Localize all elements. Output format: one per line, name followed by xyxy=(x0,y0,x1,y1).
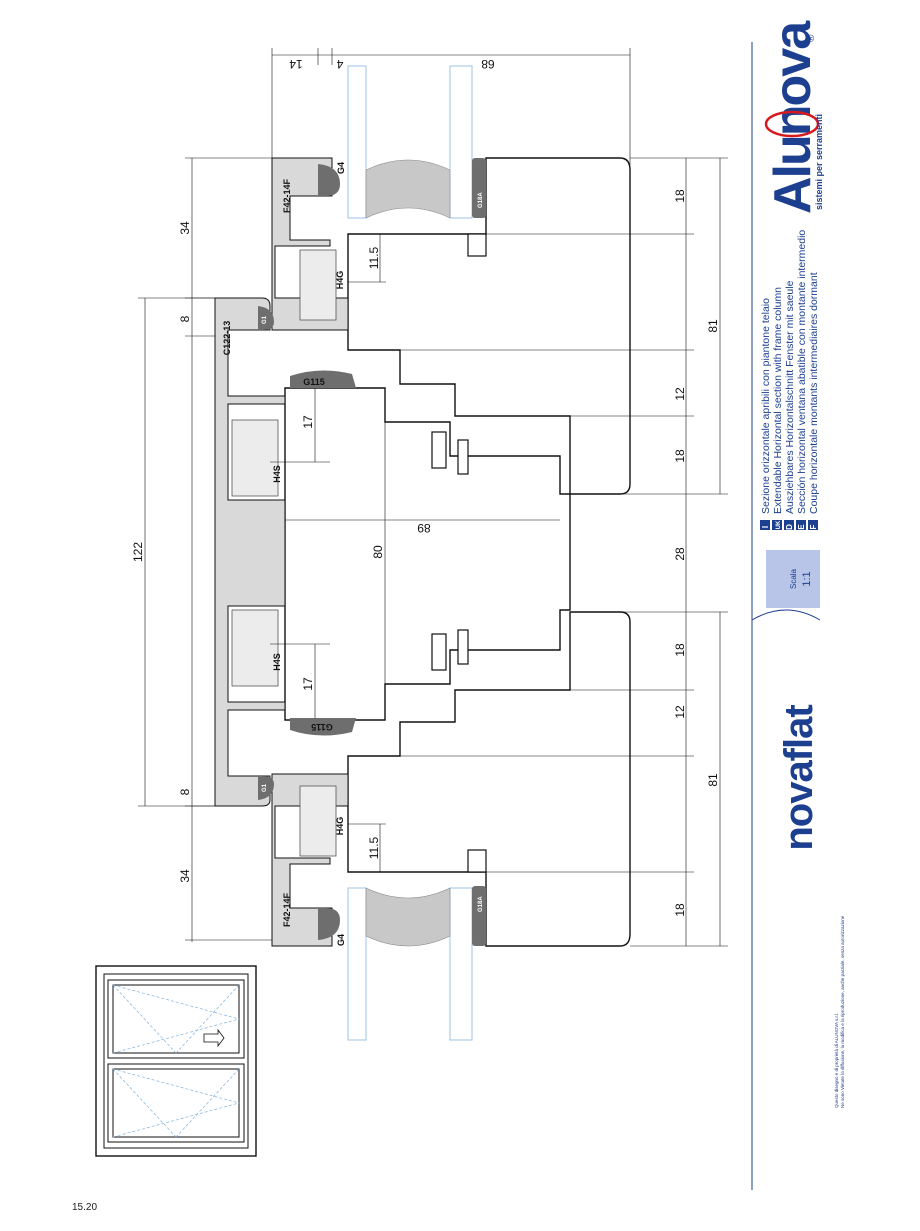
label-f42-bottom: F42-14F xyxy=(282,892,292,927)
gasket-g4 xyxy=(318,164,340,940)
dim-right-18-a: 18 xyxy=(673,189,687,203)
glass-spacers xyxy=(365,159,451,947)
hinge-h4s xyxy=(231,419,279,687)
dim-center xyxy=(285,388,560,718)
caption-code-uk: UK xyxy=(776,520,782,529)
dim-11-5-bottom: 11.5 xyxy=(367,836,381,859)
glazing-bead-feet xyxy=(467,233,487,873)
caption-uk: Extendable Horizontal section with frame… xyxy=(772,287,784,514)
title-block xyxy=(751,42,821,1190)
dim-17-bottom: 17 xyxy=(301,677,315,691)
caption-f: Coupe horizontale montants intermediaire… xyxy=(808,272,820,514)
label-g18a-bottom: G18A xyxy=(478,896,484,912)
dim-right-18-d: 18 xyxy=(673,903,687,917)
dim-122: 122 xyxy=(131,542,145,562)
top-dimensions xyxy=(271,48,631,165)
label-g18a-top: G18A xyxy=(478,192,484,208)
product-logo: novaflat xyxy=(777,705,821,851)
caption-code-i: I xyxy=(761,526,770,528)
right-dimension-chain xyxy=(348,157,728,947)
label-g1-bottom: G1 xyxy=(262,783,268,792)
sash-notches xyxy=(431,431,469,671)
gasket-g18a xyxy=(472,158,486,946)
dim-80: 80 xyxy=(371,545,385,559)
label-g4-top: G4 xyxy=(336,162,346,174)
dim-11-5-top: 11.5 xyxy=(367,246,381,269)
label-h4s-top: H4S xyxy=(272,465,282,483)
caption-code-f: F xyxy=(809,524,818,529)
label-f42-top: F42-14F xyxy=(282,178,292,213)
label-g115-top: G115 xyxy=(303,377,325,387)
page-number: 15.20 xyxy=(72,1202,97,1213)
logo-swoosh-icon xyxy=(764,110,820,138)
frame-f42 xyxy=(271,157,349,947)
dim-4: 4 xyxy=(336,57,343,71)
scale-value: 1:1 xyxy=(801,571,813,586)
dim-right-81-top: 81 xyxy=(706,319,720,333)
brand-tagline: sistemi per serramenti xyxy=(814,114,824,210)
scale-box xyxy=(766,550,820,608)
copyright-line-1: Questo disegno è di proprietà di ALUNOVA… xyxy=(834,1013,839,1108)
brand-registered: ® xyxy=(806,34,817,42)
label-g4-bottom: G4 xyxy=(336,934,346,946)
dim-11-5 xyxy=(348,234,386,872)
mullion-c122 xyxy=(214,297,286,807)
dim-right-18-c: 18 xyxy=(673,643,687,657)
dim-right-81-bottom: 81 xyxy=(706,773,720,787)
dim-right-18-b: 18 xyxy=(673,449,687,463)
window-elevation xyxy=(95,965,257,1157)
captions xyxy=(760,520,818,530)
dim-right-12-bottom: 12 xyxy=(673,705,687,719)
dim-14: 14 xyxy=(289,57,303,71)
label-h4s-bottom: H4S xyxy=(272,653,282,671)
caption-code-d: D xyxy=(785,524,794,530)
dim-34-bottom: 34 xyxy=(178,869,192,883)
dim-17 xyxy=(270,388,330,718)
label-h4g-bottom: H4G xyxy=(335,817,345,836)
dim-right-28: 28 xyxy=(673,547,687,561)
dim-17-top: 17 xyxy=(301,415,315,429)
sash-profiles xyxy=(284,157,631,947)
copyright-line-2: Ne sono Vietate la diffusione, la modifi… xyxy=(840,915,845,1108)
dim-34-top: 34 xyxy=(178,221,192,235)
caption-i: Sezione orizzontale apribili con pianton… xyxy=(760,298,772,514)
dim-right-12-top: 12 xyxy=(673,387,687,401)
left-dimension-chain xyxy=(138,157,275,942)
label-g115-bottom: G115 xyxy=(311,722,333,732)
hinge-h4g xyxy=(299,249,337,857)
dim-68: 68 xyxy=(481,57,495,71)
label-g1-top: G1 xyxy=(262,315,268,324)
glass-panes xyxy=(347,65,473,1041)
caption-d: Ausziehbares Horizontalschnitt Fenster m… xyxy=(784,280,796,514)
scale-label: Scala xyxy=(789,568,798,589)
gasket-g115 xyxy=(290,370,356,736)
caption-code-e: E xyxy=(797,524,806,530)
label-c122: C122-13 xyxy=(222,321,232,356)
dim-8-top: 8 xyxy=(178,315,192,322)
gasket-g1 xyxy=(258,306,274,800)
caption-e: Sección horizontal ventana abatible con … xyxy=(796,230,808,514)
dim-89: 89 xyxy=(417,521,431,535)
label-h4g-top: H4G xyxy=(335,271,345,290)
dim-8-bottom: 8 xyxy=(178,788,192,795)
